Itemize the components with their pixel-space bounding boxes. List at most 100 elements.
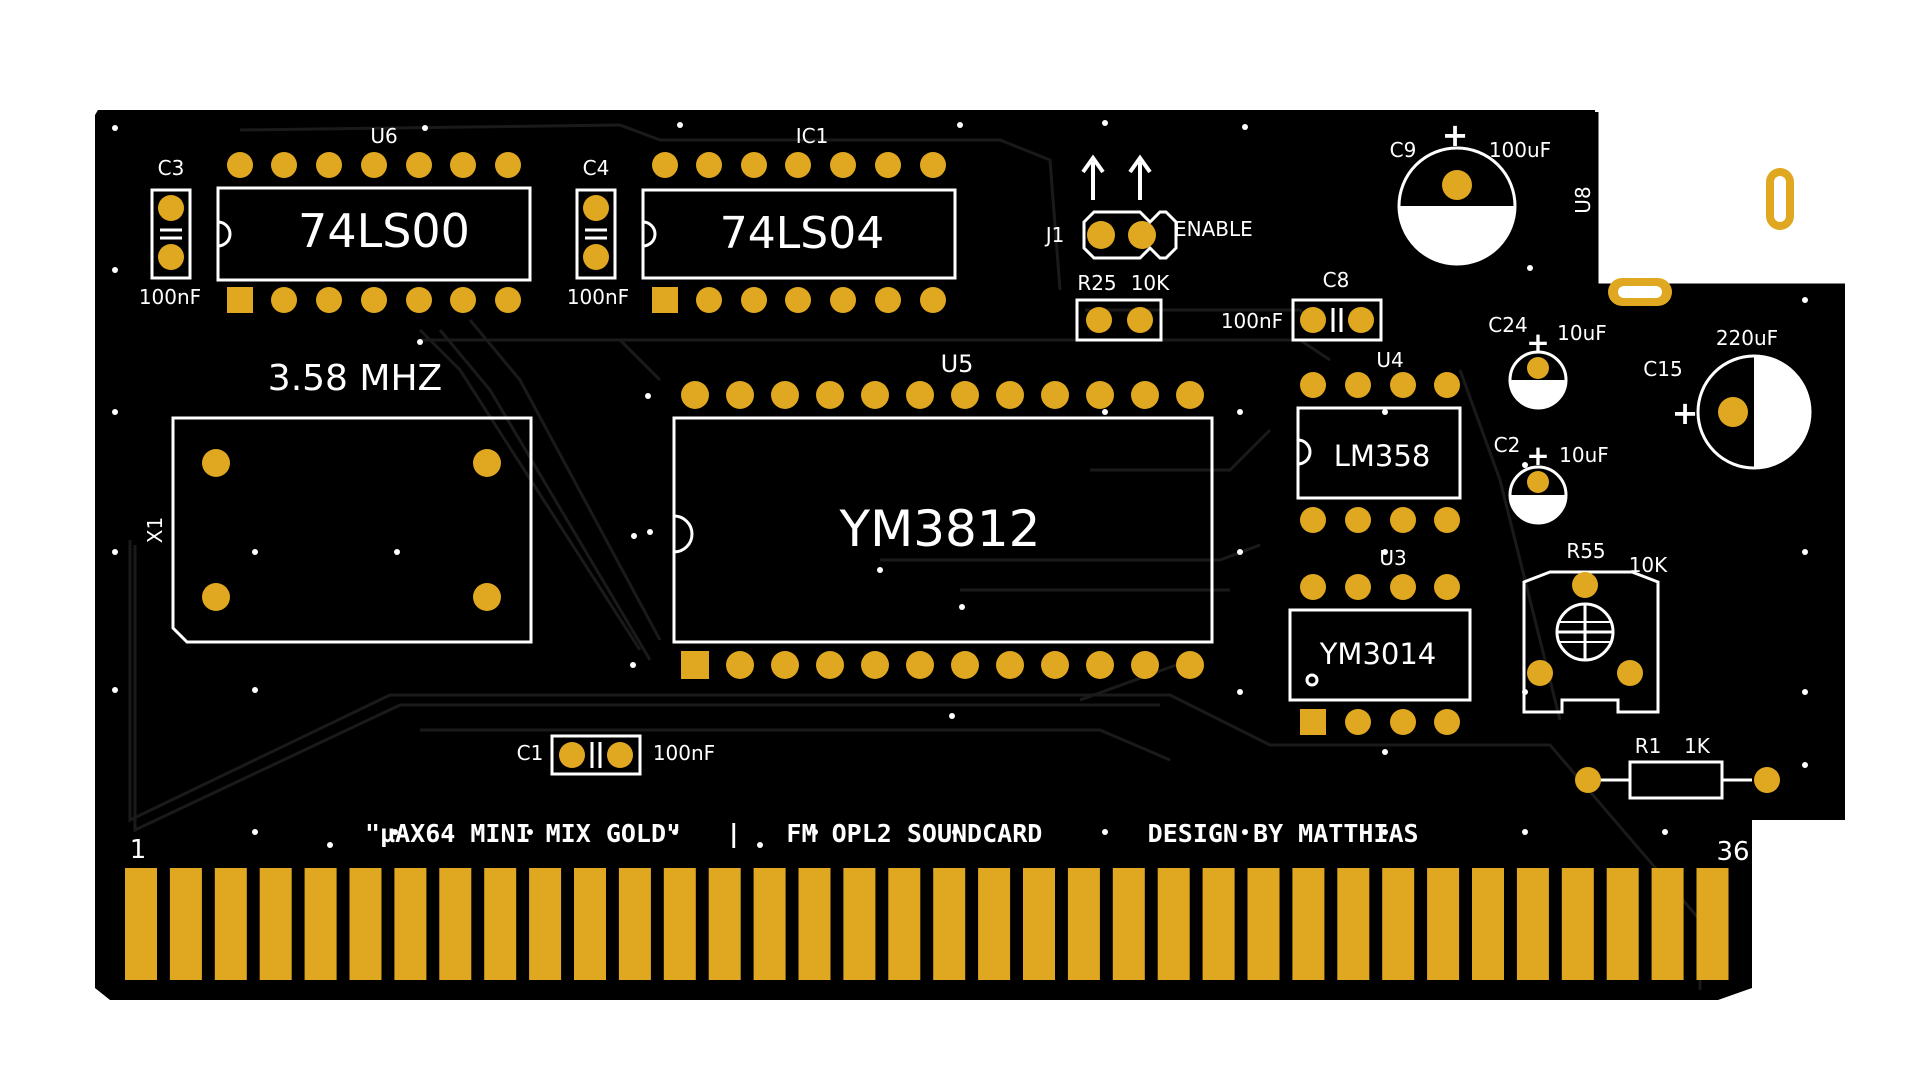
u5-value: YM3812 bbox=[839, 500, 1041, 558]
edge-finger-31 bbox=[1472, 868, 1504, 980]
edge-first-pin-label: 1 bbox=[130, 835, 147, 865]
edge-finger-32 bbox=[1516, 868, 1549, 980]
r25-value: 10K bbox=[1131, 271, 1170, 295]
c4-capacitor: C4 100nF bbox=[567, 156, 629, 309]
c8-capacitor: C8 100nF bbox=[1221, 268, 1383, 342]
edge-finger-12 bbox=[618, 868, 651, 980]
c15-value: 220uF bbox=[1716, 326, 1778, 350]
c15-polarity: + bbox=[1672, 394, 1699, 432]
pcb-vias bbox=[112, 120, 1808, 848]
u8-gnd: GND bbox=[1739, 175, 1763, 225]
edge-finger-15 bbox=[753, 868, 786, 980]
u6-chip: U6 74LS00 bbox=[216, 124, 532, 282]
ic1-value: 74LS04 bbox=[720, 208, 884, 259]
edge-finger-9 bbox=[484, 868, 517, 980]
c1-value: 100nF bbox=[653, 741, 715, 765]
u8-audio-jack: AUDIO OUT GND SIGNAL U8 bbox=[1571, 110, 1847, 306]
c3-ref: C3 bbox=[158, 156, 185, 180]
u4-ref: U4 bbox=[1376, 348, 1403, 372]
edge-finger-8 bbox=[439, 868, 472, 980]
edge-finger-35 bbox=[1651, 868, 1684, 980]
c8-value: 100nF bbox=[1221, 309, 1283, 333]
ic1-pads bbox=[652, 152, 946, 313]
u4-chip: U4 LM358 bbox=[1296, 348, 1462, 500]
u3-pads bbox=[1300, 574, 1460, 735]
edge-finger-10 bbox=[529, 868, 562, 980]
c24-capacitor: C24 + 10uF bbox=[1488, 313, 1607, 410]
edge-finger-18 bbox=[888, 868, 921, 980]
ic1-ref: IC1 bbox=[796, 124, 829, 148]
edge-finger-4 bbox=[259, 868, 292, 980]
r55-ref: R55 bbox=[1566, 539, 1605, 563]
edge-finger-26 bbox=[1247, 868, 1280, 980]
r25-ref: R25 bbox=[1077, 271, 1116, 295]
edge-finger-33 bbox=[1561, 868, 1594, 980]
c9-ref: C9 bbox=[1390, 138, 1417, 162]
edge-finger-29 bbox=[1382, 868, 1415, 980]
j1-jumper: J1 ENABLE bbox=[1044, 154, 1253, 260]
edge-finger-16 bbox=[798, 868, 831, 980]
c3-value: 100nF bbox=[139, 285, 201, 309]
u6-ref: U6 bbox=[370, 124, 397, 148]
edge-finger-13 bbox=[663, 868, 696, 980]
edge-finger-11 bbox=[574, 868, 606, 980]
c9-capacitor: C9 + 100uF bbox=[1390, 116, 1551, 266]
c9-value: 100uF bbox=[1489, 138, 1551, 162]
u8-signal: SIGNAL bbox=[1612, 244, 1708, 270]
c3-capacitor: C3 100nF bbox=[139, 156, 201, 309]
edge-finger-2 bbox=[169, 868, 202, 980]
c15-ref: C15 bbox=[1643, 357, 1682, 381]
u5-pads bbox=[681, 381, 1204, 679]
edge-finger-17 bbox=[843, 868, 876, 980]
c24-ref: C24 bbox=[1488, 313, 1527, 337]
j1-label: ENABLE bbox=[1174, 217, 1253, 241]
edge-finger-23 bbox=[1112, 868, 1145, 980]
u6-pads bbox=[227, 152, 521, 313]
r1-value: 1K bbox=[1684, 734, 1711, 758]
edge-finger-7 bbox=[394, 868, 427, 980]
c2-value: 10uF bbox=[1559, 443, 1609, 467]
board-footer-text: "µAX64 MINI MIX GOLD" | FM OPL2 SOUNDCAR… bbox=[365, 819, 1419, 848]
edge-finger-30 bbox=[1427, 868, 1460, 980]
u3-ref: U3 bbox=[1379, 546, 1406, 570]
edge-finger-27 bbox=[1292, 868, 1325, 980]
pcb-board bbox=[95, 110, 1845, 1000]
x1-crystal: 3.58 MHZ X1 bbox=[143, 358, 533, 644]
u6-value: 74LS00 bbox=[298, 204, 470, 258]
c8-ref: C8 bbox=[1323, 268, 1350, 292]
edge-finger-5 bbox=[304, 868, 337, 980]
edge-connector-fingers bbox=[125, 868, 1729, 980]
u4-value: LM358 bbox=[1334, 439, 1431, 473]
edge-finger-21 bbox=[1023, 868, 1055, 980]
pcb-traces bbox=[128, 123, 1702, 990]
c24-value: 10uF bbox=[1557, 321, 1607, 345]
edge-finger-20 bbox=[978, 868, 1011, 980]
c2-polarity: + bbox=[1526, 439, 1549, 472]
x1-ref: X1 bbox=[143, 517, 167, 543]
edge-finger-3 bbox=[214, 868, 247, 980]
c1-ref: C1 bbox=[517, 741, 544, 765]
u4-pads bbox=[1300, 372, 1460, 533]
u5-chip: U5 YM3812 bbox=[672, 350, 1214, 644]
edge-last-pin-label: 36 bbox=[1716, 837, 1749, 867]
c2-capacitor: C2 + 10uF bbox=[1494, 433, 1609, 525]
edge-finger-36 bbox=[1696, 868, 1729, 980]
r55-value: 10K bbox=[1629, 553, 1668, 577]
c4-ref: C4 bbox=[583, 156, 610, 180]
edge-finger-25 bbox=[1202, 868, 1235, 980]
edge-finger-28 bbox=[1337, 868, 1370, 980]
u3-chip: U3 YM3014 bbox=[1288, 546, 1472, 702]
ic1-chip: IC1 74LS04 bbox=[641, 124, 957, 280]
j1-ref: J1 bbox=[1044, 223, 1065, 247]
c9-polarity: + bbox=[1442, 116, 1469, 154]
edge-finger-14 bbox=[708, 868, 741, 980]
x1-value: 3.58 MHZ bbox=[268, 358, 442, 399]
edge-finger-1 bbox=[125, 868, 157, 980]
u8-ref: U8 bbox=[1571, 186, 1595, 213]
u5-ref: U5 bbox=[941, 350, 974, 378]
c15-capacitor: C15 + 220uF bbox=[1643, 326, 1812, 470]
c24-polarity: + bbox=[1526, 326, 1549, 359]
edge-finger-19 bbox=[933, 868, 966, 980]
c1-capacitor: C1 100nF bbox=[517, 734, 715, 776]
